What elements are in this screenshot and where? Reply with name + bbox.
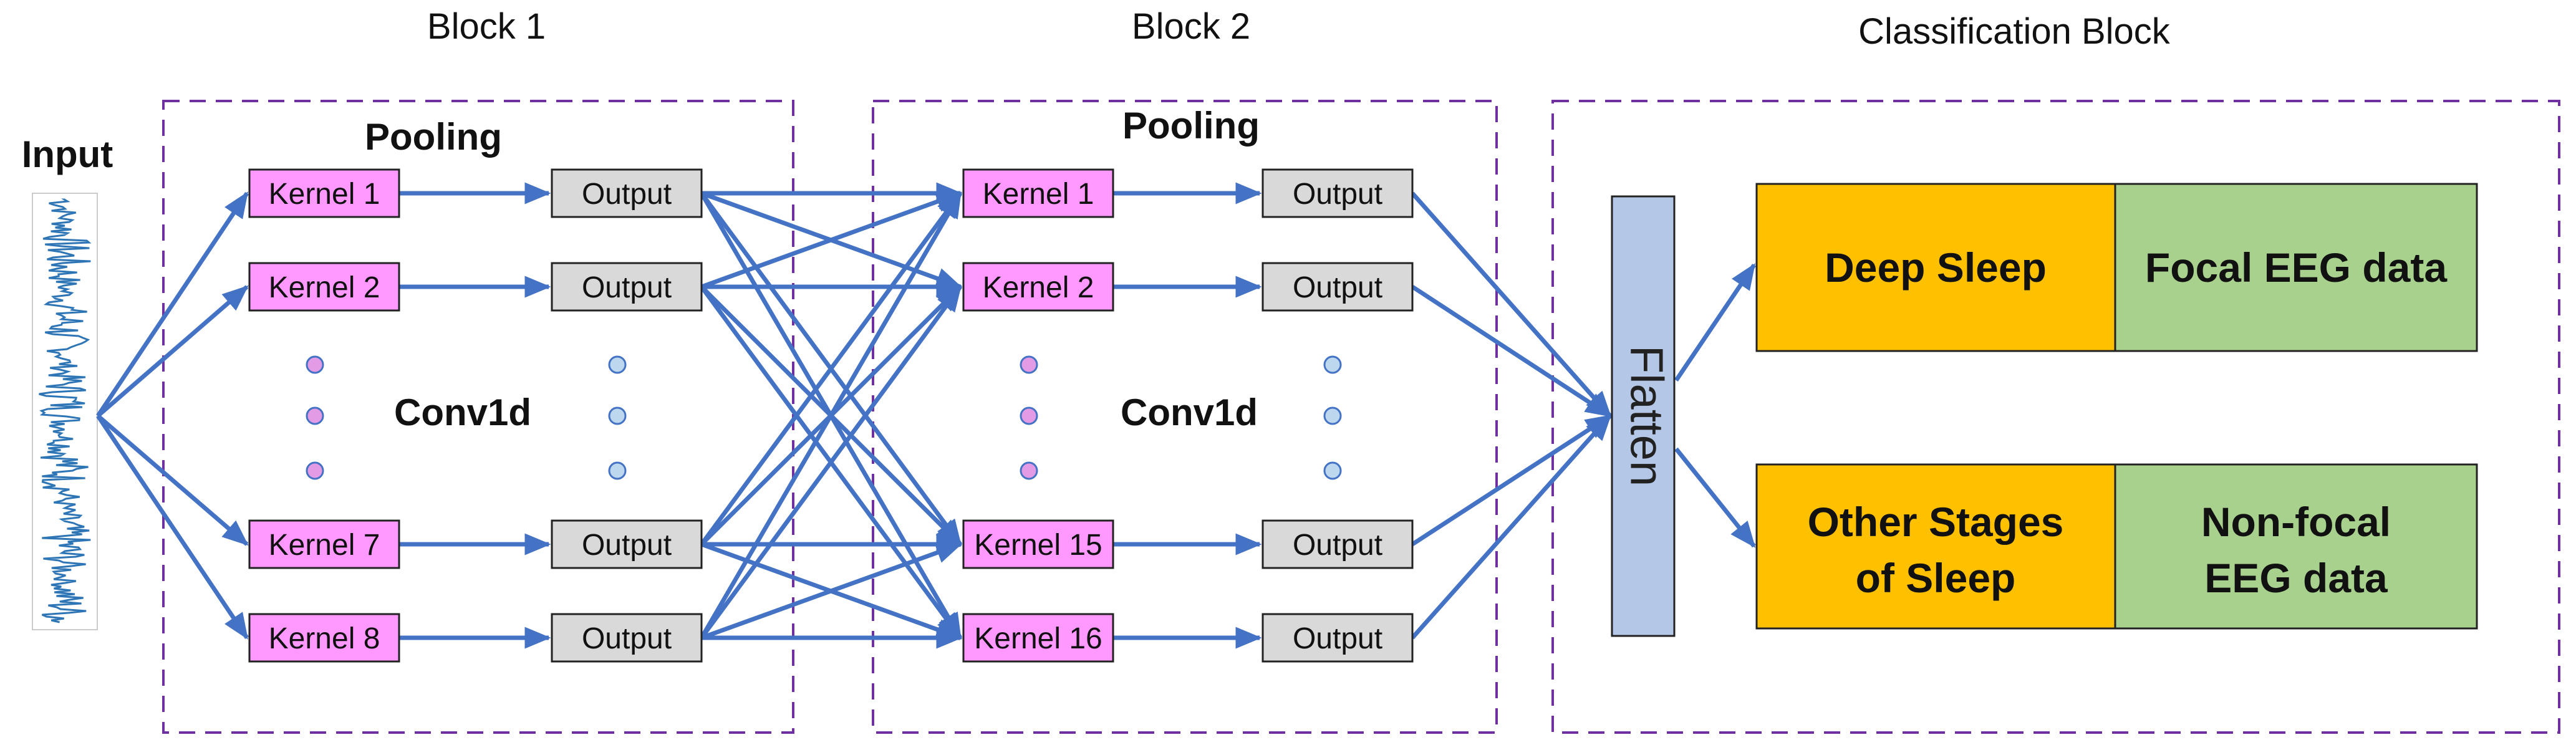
arrow-output-to-kernel [700,285,962,640]
arrow-flatten-to-deep-sleep [1674,263,1756,382]
block2-title: Block 2 [1132,6,1250,47]
class-other-stages: Other Stages of Sleep [1755,463,2116,630]
class-data-label-line1: Non-focal [2201,499,2391,545]
block1-output-1: Output [551,168,703,218]
ellipsis-dot [1323,461,1342,480]
connection-arrows [96,182,1756,649]
class-stage-label-line1: Other Stages [1808,499,2064,545]
block1-output-3: Output [551,519,703,569]
kernel-label: Kernel 2 [983,271,1094,304]
output-label: Output [582,529,672,562]
arrow-flatten-to-other-stages [1674,447,1756,548]
output-label: Output [582,271,672,304]
block1-output-2: Output [551,262,703,312]
output-label: Output [1293,271,1382,304]
block1-kernel-7: Kernel 7 [248,519,400,569]
kernel-label: Kernel 2 [269,271,380,304]
arrow-output-to-flatten [1411,191,1612,418]
ellipsis-dot [1323,355,1342,374]
ellipsis-dot [1020,461,1038,480]
block2-output-4: Output [1261,613,1414,663]
ellipsis-dot [306,406,324,425]
output-label: Output [1293,178,1382,211]
output-label: Output [582,178,672,211]
block1-output-4: Output [551,613,703,663]
class-data-label: Focal EEG data [2145,244,2448,291]
block2-pooling-label: Pooling [1122,105,1260,147]
kernel-label: Kernel 16 [974,622,1102,655]
input-signal [32,193,98,630]
arrow-input-to-kernel [96,191,249,417]
ellipsis-dot [306,461,324,480]
kernel-label: Kernel 8 [269,622,380,655]
ellipsis-dot [1020,355,1038,374]
block1-conv-label: Conv1d [394,392,531,433]
block2-kernel-ellipsis [1020,355,1038,480]
block2-kernel-16: Kernel 16 [962,613,1114,663]
block1-kernel-1: Kernel 1 [248,168,400,218]
ellipsis-dot [608,406,627,425]
block2-kernel-2: Kernel 2 [962,262,1114,312]
arrow-input-to-kernel [96,414,249,546]
classification-block-frame [1551,100,2560,734]
flatten-layer: Flatten [1611,195,1676,637]
output-label: Output [1293,529,1382,562]
class-focal-eeg: Focal EEG data [2114,183,2478,352]
ellipsis-dot [608,355,627,374]
block1-kernel-8: Kernel 8 [248,613,400,663]
block1-output-ellipsis [608,355,627,480]
kernel-label: Kernel 1 [983,178,1094,211]
ellipsis-dot [306,355,324,374]
ellipsis-dot [1020,406,1038,425]
kernel-label: Kernel 15 [974,529,1102,562]
block1-kernel-2: Kernel 2 [248,262,400,312]
input-eeg-waveform [39,198,92,623]
block2-output-1: Output [1261,168,1414,218]
block2-kernel-15: Kernel 15 [962,519,1114,569]
arrow-output-to-kernel [700,542,963,640]
block2-output-2: Output [1261,262,1414,312]
arrow-output-to-flatten [1411,414,1612,640]
input-label: Input [22,133,113,175]
arrow-output-to-flatten [1411,285,1612,418]
block2-output-ellipsis [1323,355,1342,480]
class-stage-label-line2: of Sleep [1856,555,2016,601]
ellipsis-dot [1323,406,1342,425]
ellipsis-dot [608,461,627,480]
arrow-output-to-kernel [700,191,963,289]
kernel-label: Kernel 7 [269,529,380,562]
block1-kernel-ellipsis [306,355,324,480]
class-deep-sleep: Deep Sleep [1755,183,2116,352]
kernel-label: Kernel 1 [269,178,380,211]
arrow-input-to-kernel [96,415,249,640]
block1-pooling-label: Pooling [365,116,502,158]
classification-block-title: Classification Block [1858,11,2171,52]
output-label: Output [1293,622,1382,655]
class-non-focal-eeg: Non-focal EEG data [2114,463,2478,630]
output-label: Output [582,622,672,655]
class-stage-label: Deep Sleep [1825,244,2047,291]
block2-output-3: Output [1261,519,1414,569]
arrow-input-to-kernel [96,285,249,418]
arrow-output-to-kernel [699,191,963,639]
block2-kernel-1: Kernel 1 [962,168,1114,218]
flatten-label: Flatten [1621,345,1672,486]
block1-title: Block 1 [427,6,546,47]
block2-conv-label: Conv1d [1121,392,1258,433]
arrow-output-to-flatten [1411,414,1612,546]
arrow-output-to-kernel [700,191,962,546]
class-data-label-line2: EEG data [2204,555,2388,601]
